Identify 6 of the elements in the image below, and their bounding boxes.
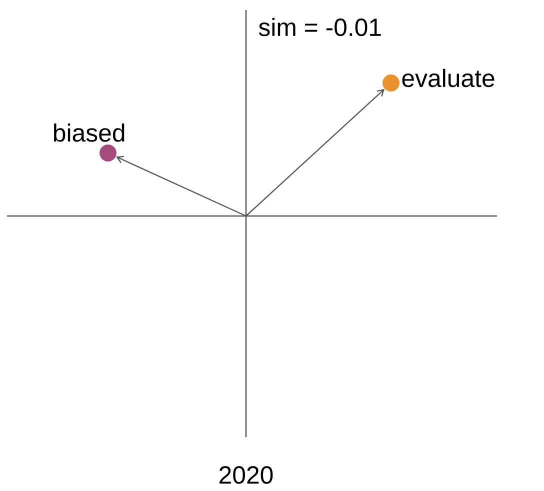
arrow — [246, 88, 385, 216]
point-label: evaluate — [402, 68, 494, 88]
arrow — [116, 156, 246, 217]
text-label: 2020 — [220, 466, 273, 484]
text-label: sim = -0.01 — [258, 18, 381, 36]
point-label: biased — [54, 124, 124, 142]
